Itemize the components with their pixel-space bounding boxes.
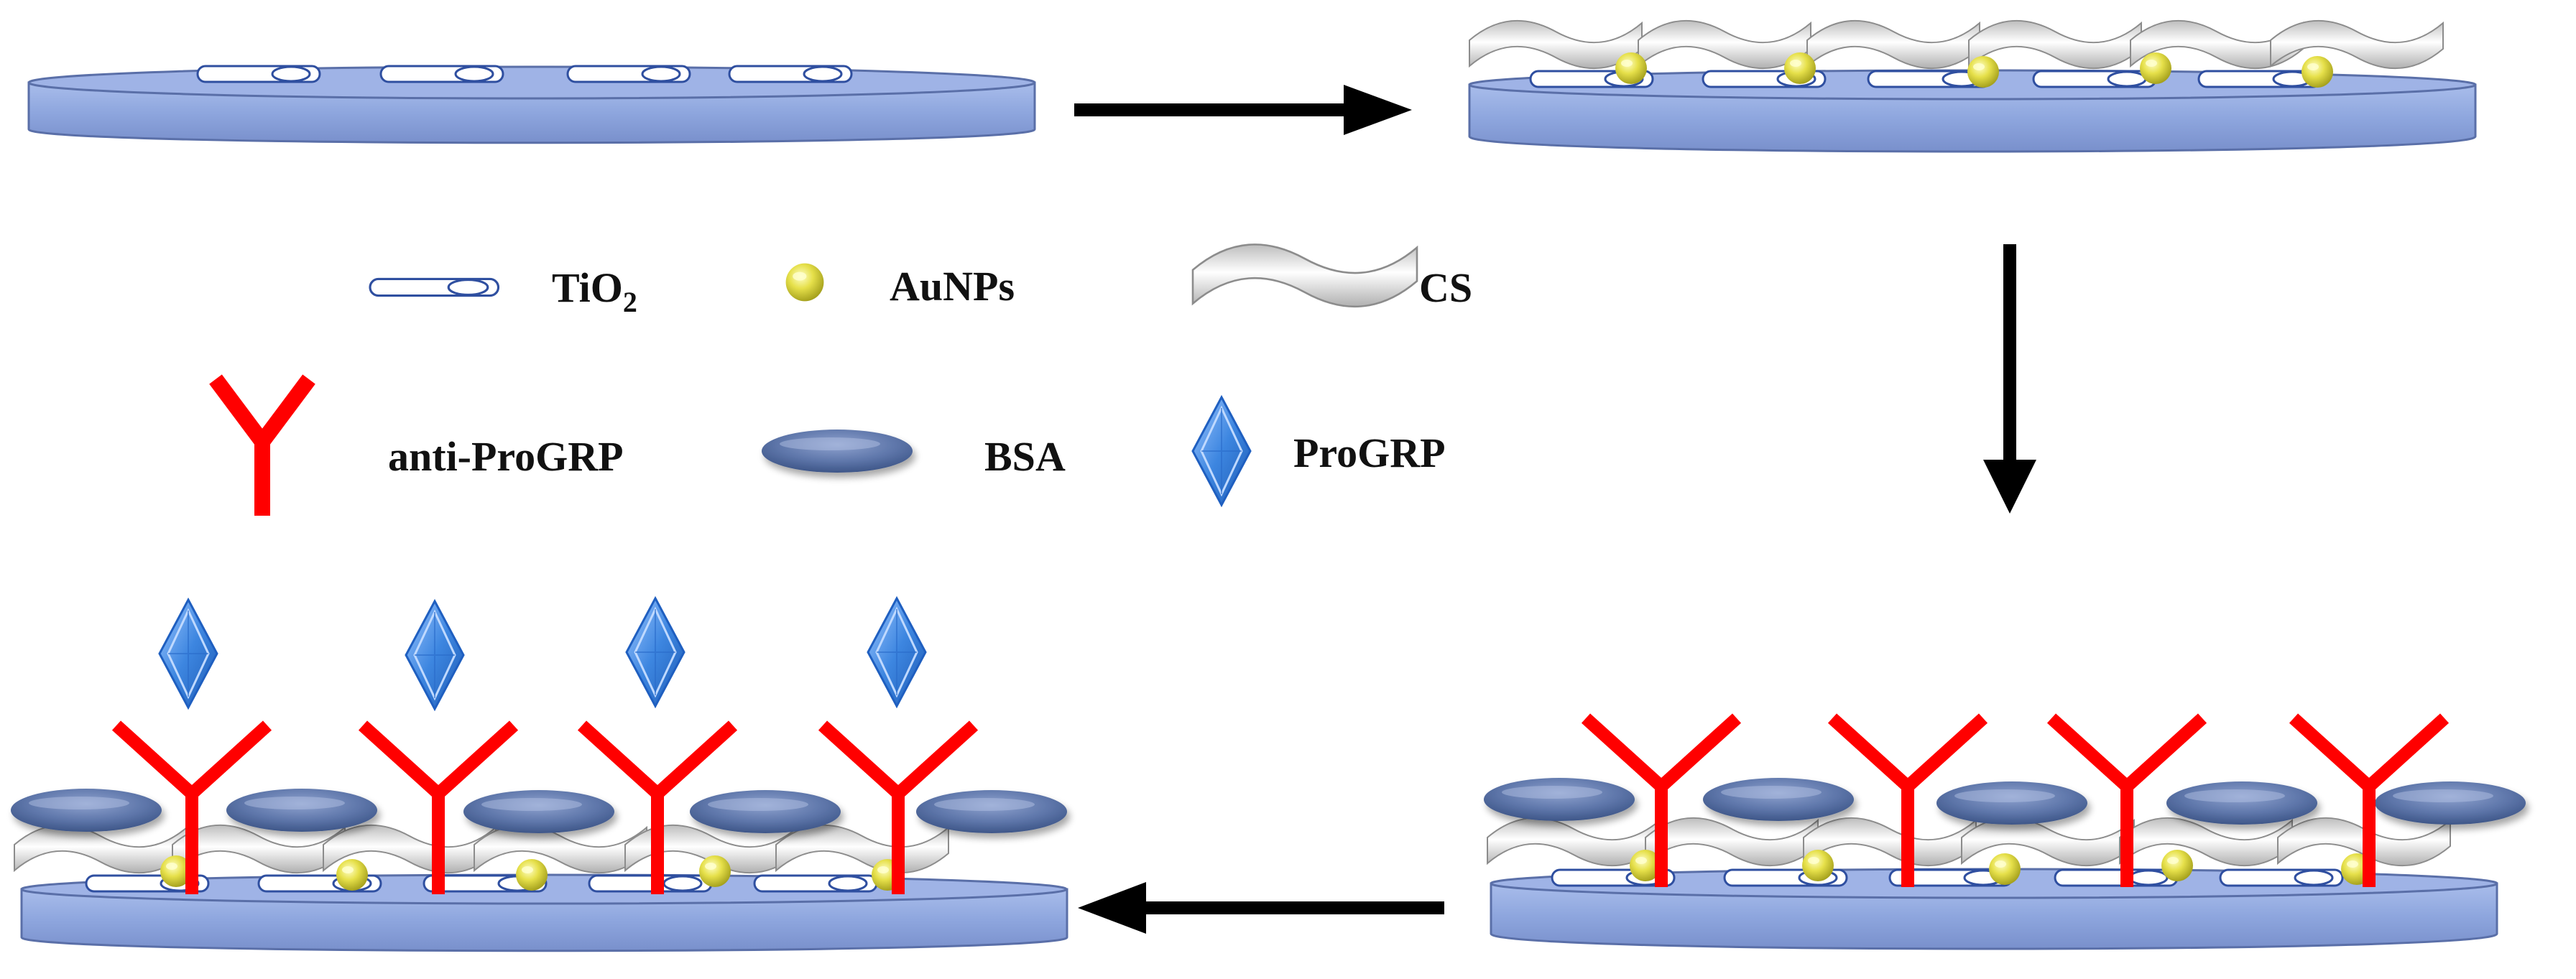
legend-progrp: ProGRP	[1191, 396, 1446, 506]
chitosan-icon	[1469, 19, 2444, 70]
tio2-rod-icon	[1529, 70, 2322, 88]
arrow-right-icon	[1074, 85, 1412, 135]
arrow-left-icon	[1078, 882, 1444, 934]
legend-cs: CS	[1191, 243, 1472, 311]
progrp-antigen-icon	[158, 597, 927, 710]
panel-antibody-bsa	[1484, 718, 2526, 950]
bsa-icon	[11, 789, 1067, 833]
panel-cs-aunps-modified	[1468, 19, 2477, 153]
chitosan-icon	[14, 824, 949, 874]
legend-bsa-label: BSA	[984, 433, 1066, 480]
legend-bsa: BSA	[762, 430, 1066, 480]
legend-tio2-label: TiO2	[552, 264, 637, 318]
legend-cs-label: CS	[1419, 264, 1472, 311]
electrode-base	[1490, 882, 2498, 950]
panel-progrp-captured	[11, 597, 1068, 952]
electrode-base	[27, 81, 1036, 144]
legend-progrp-label: ProGRP	[1293, 430, 1446, 476]
legend-anti-progrp: anti-ProGRP	[209, 374, 624, 516]
legend-aunps-label: AuNPs	[890, 263, 1015, 310]
legend: TiO2 AuNPs CS anti-ProGRP BSA	[209, 243, 1472, 516]
gold-nanoparticle-icon	[785, 263, 824, 302]
progrp-antigen-icon	[1191, 396, 1252, 506]
legend-anti-progrp-label: anti-ProGRP	[388, 433, 624, 480]
tio2-rod-icon	[85, 874, 878, 893]
bsa-icon	[762, 430, 913, 473]
tio2-rod-icon	[369, 277, 500, 297]
panel-bare-electrode	[27, 65, 1036, 144]
legend-aunps: AuNPs	[785, 263, 1015, 310]
antibody-icon	[209, 374, 315, 516]
legend-tio2: TiO2	[369, 264, 637, 318]
electrode-base	[20, 888, 1068, 952]
arrow-down-icon	[1983, 244, 2036, 514]
chitosan-icon	[1191, 243, 1418, 308]
electrode-base	[1468, 83, 2477, 153]
tio2-rod-icon	[1551, 868, 2344, 887]
